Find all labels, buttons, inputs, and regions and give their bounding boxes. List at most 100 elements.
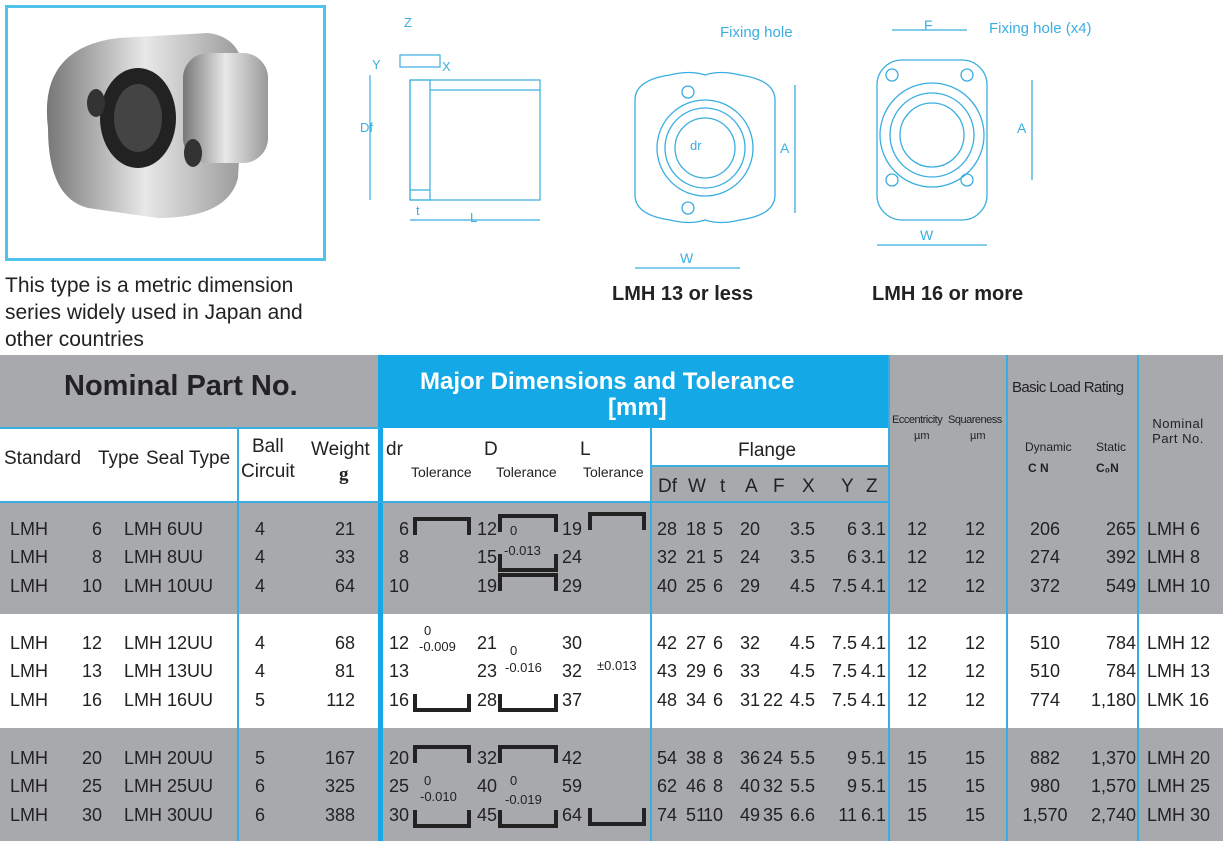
flange-cell: 18 [685,519,706,539]
flange-col-header: A [745,476,758,497]
flange-cell: 6 [712,576,723,596]
flange-col-header: Z [866,476,878,497]
tolerance-bracket [588,512,646,530]
standard-header: Standard [4,448,82,469]
seal-type-header: Seal Type [146,448,231,469]
standard-cell: LMH [10,748,49,768]
dynamic-header: Dynamic [1025,440,1072,454]
dynamic-load-cell: 274 [1029,547,1061,567]
dr-cell: 25 [388,776,409,796]
dynamic-load-cell: 206 [1029,519,1061,539]
basic-load-rating-header: Basic Load Rating [1012,379,1124,396]
dynamic-load-cell: 510 [1029,633,1061,653]
dr-tolerance-lower: -0.009 [419,639,456,654]
flange-cell: 3.5 [789,547,815,567]
weight-cell: 64 [334,576,355,596]
dynamic-load-cell: 510 [1029,661,1061,681]
flange-cell: 7.5 [831,661,857,681]
tolerance-bracket [413,810,471,828]
flange-cell: 3.1 [860,547,886,567]
L-cell: 29 [562,576,583,596]
squareness-cell: 15 [964,748,986,768]
dr-cell: 6 [398,519,409,539]
ball-circuit-cell: 4 [254,661,265,681]
flange-cell: 6 [712,690,723,710]
flange-cell: 29 [685,661,706,681]
dynamic-load-cell: 882 [1029,748,1061,768]
static-load-cell: 1,180 [1090,690,1136,710]
eccentricity-cell: 15 [906,805,928,825]
eccentricity-cell: 15 [906,776,928,796]
eccentricity-cell: 12 [906,690,928,710]
flange-cell: 4.1 [860,576,886,596]
D-cell: 19 [476,576,497,596]
type-cell: 16 [81,690,102,710]
static-load-cell: 784 [1105,661,1136,681]
seal-type-cell: LMH 13UU [124,661,214,681]
flange-cell: 48 [656,690,677,710]
dr-tolerance-lower: -0.010 [420,789,457,804]
flange-cell: 20 [739,519,760,539]
flange-cell: 11 [838,805,857,825]
flange-cell: 5.5 [789,748,815,768]
flange-cell: 5 [712,547,723,567]
D-cell: 21 [476,633,497,653]
flange-cell: 24 [739,547,760,567]
nominal-part-cell: LMH 12 [1147,633,1211,653]
seal-type-cell: LMH 16UU [124,690,214,710]
flange-cell: 4.1 [860,633,886,653]
flange-col-header: X [802,476,815,497]
static-unit: C₀N [1096,461,1119,475]
dr-cell: 12 [388,633,409,653]
squareness-cell: 15 [964,776,986,796]
weight-cell: 68 [334,633,355,653]
flange-cell: 6.6 [789,805,815,825]
D-cell: 28 [476,690,497,710]
standard-cell: LMH [10,576,49,596]
flange-cell: 32 [656,547,677,567]
L-cell: 19 [562,519,583,539]
dr-cell: 16 [388,690,409,710]
seal-type-cell: LMH 30UU [124,805,214,825]
D-cell: 32 [476,748,497,768]
flange-cell: 3.1 [860,519,886,539]
side-view-drawing: Z Y X Df t L [360,15,550,230]
weight-cell: 325 [324,776,355,796]
dr-tolerance-upper: 0 [424,773,432,788]
tolerance-bracket [498,573,558,591]
squareness-header: Squareness [948,414,1002,426]
eccentricity-cell: 12 [906,519,928,539]
static-load-cell: 265 [1105,519,1136,539]
ball-circuit-cell: 5 [254,748,265,768]
front-view-lmh13-drawing: Fixing hole A W dr [620,20,820,275]
squareness-cell: 12 [964,576,986,596]
flange-cell: 6 [712,661,723,681]
standard-cell: LMH [10,519,49,539]
flange-cell: 35 [762,805,783,825]
dim-label-a: A [780,140,790,156]
dim-label-w2: W [920,227,934,243]
D-cell: 15 [476,547,497,567]
flange-cell: 74 [656,805,677,825]
type-cell: 13 [81,661,102,681]
flange-col-header: Df [658,476,677,497]
weight-cell: 388 [324,805,355,825]
weight-cell: 33 [334,547,355,567]
L-cell: 42 [562,748,583,768]
ball-circuit-cell: 5 [254,690,265,710]
flange-cell: 42 [656,633,677,653]
dr-tolerance-upper: 0 [424,623,432,638]
dr-cell: 20 [388,748,409,768]
type-cell: 10 [81,576,102,596]
major-dimensions-header [382,355,888,428]
standard-cell: LMH [10,690,49,710]
flange-cell: 7.5 [831,690,857,710]
dynamic-load-cell: 1,570 [1022,805,1068,825]
eccentricity-cell: 12 [906,633,928,653]
dr-cell: 8 [398,547,409,567]
static-load-cell: 784 [1105,633,1136,653]
squareness-cell: 15 [964,805,986,825]
flange-cell: 3.5 [789,519,815,539]
seal-type-cell: LMH 6UU [124,519,204,539]
D-tolerance-upper: 0 [510,523,518,538]
